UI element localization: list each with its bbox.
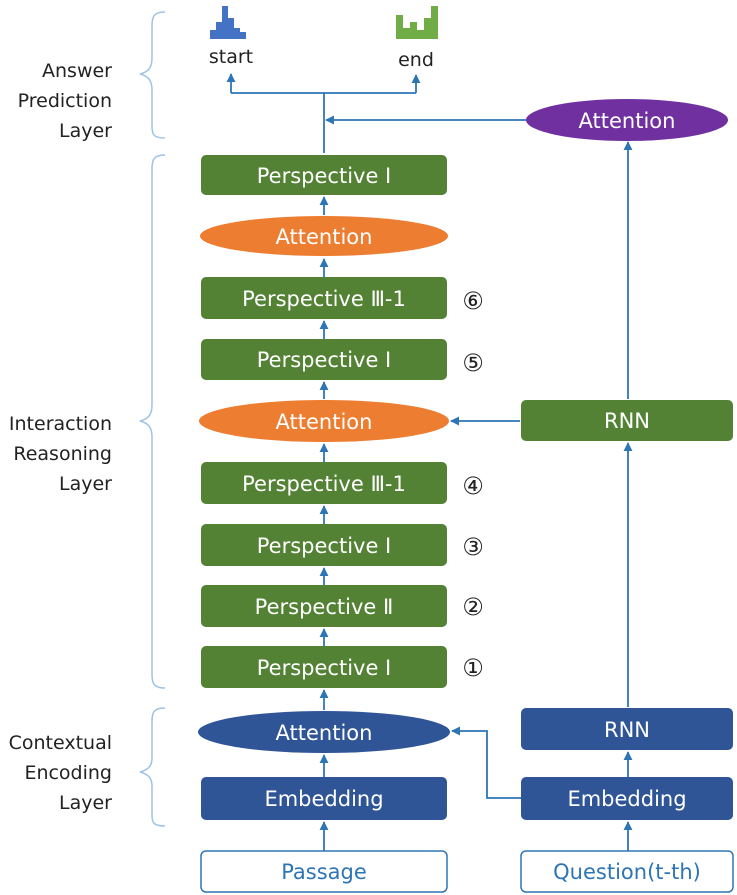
passage-embedding-box <box>201 777 447 820</box>
interaction-layer-label-line1: Interaction <box>9 413 112 435</box>
question-rnn-mid-label: RNN <box>604 409 650 433</box>
step-marker-2: ② <box>462 593 484 621</box>
perspective-step1-label: Perspective Ⅰ <box>257 656 392 680</box>
question-attention-ellipse <box>526 99 728 141</box>
question-embedding-to-attention-arrow <box>451 726 521 799</box>
end-distribution-icon <box>396 6 438 39</box>
passage-attention-bottom-label: Attention <box>276 721 373 745</box>
passage-attention-mid-ellipse <box>199 400 449 442</box>
question-embedding-label: Embedding <box>567 787 686 811</box>
interaction-layer-brace <box>139 154 166 689</box>
passage-attention-top-ellipse <box>200 216 448 256</box>
step-marker-4: ④ <box>462 472 484 500</box>
interaction-layer-label-line3: Layer <box>59 473 112 495</box>
question-input-box <box>520 850 734 893</box>
perspective-step1-box <box>201 646 447 688</box>
step-marker-1: ① <box>462 654 484 682</box>
answer-layer-label-line2: Prediction <box>18 90 112 112</box>
question-rnn-bottom-label: RNN <box>604 718 650 742</box>
perspective-step4-box <box>201 462 447 504</box>
question-rnn-mid-box <box>521 400 733 441</box>
perspective-step5-label: Perspective Ⅰ <box>257 348 392 372</box>
passage-input-box <box>200 850 448 893</box>
step-marker-6: ⑥ <box>462 287 484 315</box>
passage-input-label: Passage <box>281 860 367 884</box>
start-distribution-icon <box>210 6 246 39</box>
step-marker-3: ③ <box>462 533 484 561</box>
perspective-final-label: Perspective Ⅰ <box>257 164 392 188</box>
contextual-layer-label-line3: Layer <box>59 792 112 814</box>
answer-layer-label-line1: Answer <box>42 60 112 82</box>
answer-layer-label-line3: Layer <box>59 120 112 142</box>
perspective-step3-box <box>201 524 447 566</box>
perspective-step6-box <box>201 277 447 319</box>
passage-attention-bottom-ellipse <box>198 711 450 753</box>
question-embedding-box <box>521 777 733 820</box>
perspective-step5-box <box>201 339 447 380</box>
perspective-step2-label: Perspective Ⅱ <box>255 595 394 619</box>
perspective-step3-label: Perspective Ⅰ <box>257 534 392 558</box>
step-marker-5: ⑤ <box>462 349 484 377</box>
passage-embedding-label: Embedding <box>264 787 383 811</box>
perspective-step2-box <box>201 585 447 627</box>
question-input-label: Question(t-th) <box>553 860 701 884</box>
question-rnn-bottom-box <box>521 708 733 750</box>
perspective-final-box <box>201 155 447 195</box>
passage-attention-mid-label: Attention <box>276 410 373 434</box>
perspective-step6-label: Perspective Ⅲ-1 <box>242 287 406 311</box>
answer-layer-brace <box>139 11 166 139</box>
contextual-layer-label-line1: Contextual <box>9 732 112 754</box>
passage-attention-top-label: Attention <box>276 225 373 249</box>
start-label: start <box>209 46 253 68</box>
perspective-step4-label: Perspective Ⅲ-1 <box>242 472 406 496</box>
end-label: end <box>398 49 434 71</box>
contextual-layer-label-line2: Encoding <box>24 762 112 784</box>
question-attention-label: Attention <box>579 109 676 133</box>
interaction-layer-label-line2: Reasoning <box>13 443 112 465</box>
contextual-layer-brace <box>139 707 166 827</box>
